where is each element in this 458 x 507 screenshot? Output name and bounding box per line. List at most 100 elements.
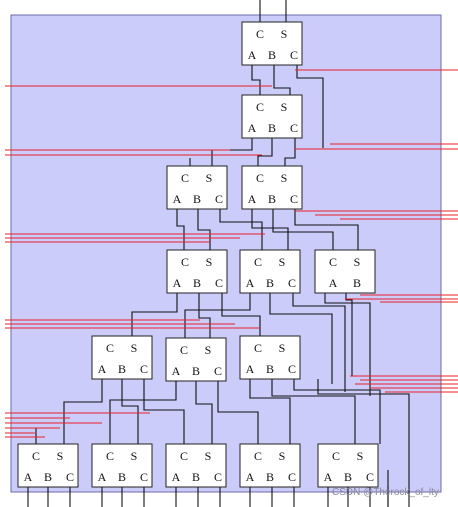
cell-output-label: C <box>254 255 262 269</box>
cell-output-label: S <box>281 100 288 114</box>
cell-input-label: A <box>246 470 255 484</box>
cell-input-label: C <box>290 48 298 62</box>
cell-input-label: A <box>172 470 181 484</box>
cell-input-label: B <box>268 121 276 135</box>
cell-input-label: B <box>344 470 352 484</box>
cell-output-label: C <box>180 343 188 357</box>
cell-input-label: A <box>248 121 257 135</box>
cell-output-label: C <box>332 449 340 463</box>
cell-output-label: C <box>254 449 262 463</box>
cell-input-label: C <box>290 192 298 206</box>
red-line-layer <box>5 69 458 438</box>
wire-line <box>219 209 263 250</box>
cell-input-label: A <box>248 48 257 62</box>
cell-input-label: C <box>215 192 223 206</box>
cell-output-label: S <box>131 341 138 355</box>
adder-cell-box <box>17 443 79 488</box>
wire-line <box>324 293 371 396</box>
adder-cell-box <box>241 94 303 139</box>
cell-input-label: C <box>140 362 148 376</box>
cell-input-label: B <box>193 192 201 206</box>
adder-cell-box <box>165 337 227 382</box>
adder-cell-box <box>166 165 228 210</box>
cell-input-label: C <box>366 470 374 484</box>
cell-output-label: C <box>180 449 188 463</box>
cell-input-label: B <box>193 276 201 290</box>
cell-output-label: C <box>254 341 262 355</box>
cell-input-label: B <box>44 470 52 484</box>
cell-output-label: C <box>181 171 189 185</box>
cell-input-label: A <box>329 276 338 290</box>
adder-cell-box <box>91 335 153 380</box>
adder-cell-box <box>241 21 303 66</box>
adder-cell-box <box>166 249 228 294</box>
cell-input-label: B <box>118 362 126 376</box>
adder-cell-box <box>317 443 379 488</box>
cell-output-label: C <box>181 255 189 269</box>
cell-input-label: B <box>192 470 200 484</box>
cell-input-label: B <box>266 276 274 290</box>
wire-line <box>284 138 296 166</box>
wire-line <box>121 379 139 444</box>
cell-input-label: C <box>288 470 296 484</box>
cell-output-label: S <box>206 171 213 185</box>
cell-output-label: S <box>205 449 212 463</box>
cell-input-label: B <box>192 364 200 378</box>
wire-line <box>345 293 353 376</box>
cell-output-label: C <box>256 171 264 185</box>
wire-line <box>317 379 410 507</box>
cell-input-label: A <box>246 362 255 376</box>
cell-input-label: A <box>324 470 333 484</box>
wire-layer <box>27 0 410 507</box>
wire-line <box>217 381 259 444</box>
cell-input-label: C <box>288 362 296 376</box>
adder-cell-box <box>314 249 376 294</box>
cell-output-label: S <box>281 27 288 41</box>
wire-line <box>269 293 333 384</box>
wire-line <box>251 209 289 250</box>
wire-line <box>197 209 211 250</box>
adder-cell-box <box>239 335 301 380</box>
wire-line <box>249 379 291 444</box>
cell-output-label: C <box>329 255 337 269</box>
wire-line <box>272 209 334 250</box>
cell-input-label: A <box>172 364 181 378</box>
wire-line <box>293 379 381 444</box>
cell-input-label: B <box>353 276 361 290</box>
cell-input-label: A <box>173 276 182 290</box>
cell-input-label: C <box>288 276 296 290</box>
cell-input-label: C <box>66 470 74 484</box>
cell-output-label: C <box>32 449 40 463</box>
cell-output-label: C <box>256 27 264 41</box>
adder-cell-box <box>91 443 153 488</box>
cell-input-label: C <box>140 470 148 484</box>
cell-output-label: C <box>256 100 264 114</box>
cell-input-label: B <box>268 192 276 206</box>
cell-input-label: A <box>246 276 255 290</box>
wire-line <box>109 381 177 444</box>
cell-output-label: C <box>106 449 114 463</box>
cell-input-label: C <box>215 276 223 290</box>
cell-output-label: S <box>281 171 288 185</box>
wire-line <box>273 65 291 95</box>
cell-input-label: B <box>266 362 274 376</box>
cell-input-label: A <box>248 192 257 206</box>
wire-line <box>271 379 356 444</box>
cell-input-label: C <box>214 364 222 378</box>
watermark-text: CSDN @Therock_of_lty <box>332 487 439 498</box>
